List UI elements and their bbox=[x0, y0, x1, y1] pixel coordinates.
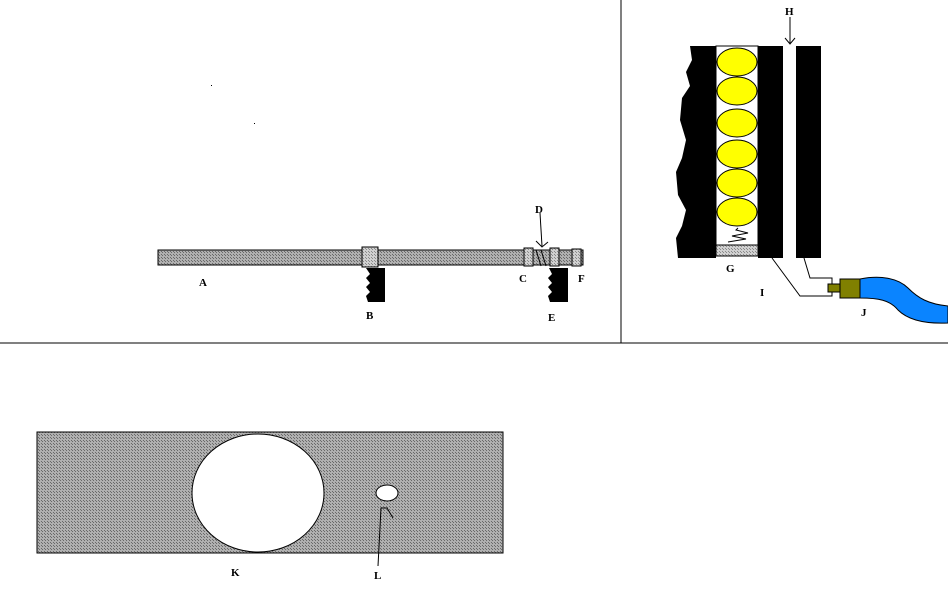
clamp-b bbox=[366, 268, 385, 302]
wall-left bbox=[676, 46, 716, 258]
rod-assembly bbox=[157, 212, 584, 302]
label-b: B bbox=[366, 310, 374, 322]
stray-dot bbox=[211, 85, 212, 86]
arrow-l bbox=[377, 507, 394, 567]
large-hole bbox=[191, 433, 325, 553]
channel-h bbox=[783, 46, 796, 256]
ball-1 bbox=[716, 47, 758, 77]
stray-dot bbox=[254, 123, 255, 124]
collar-e bbox=[549, 247, 560, 267]
pipe-i bbox=[803, 257, 833, 282]
small-hole-l bbox=[375, 484, 399, 502]
plate-assembly bbox=[36, 431, 504, 567]
arrow-d-head bbox=[535, 240, 549, 248]
ball-2 bbox=[716, 76, 758, 106]
label-d: D bbox=[535, 204, 543, 216]
label-i: I bbox=[760, 287, 764, 299]
end-cap-f bbox=[571, 248, 582, 267]
fitting-j bbox=[839, 278, 861, 299]
label-a: A bbox=[199, 277, 207, 289]
label-j: J bbox=[861, 307, 867, 319]
base-g bbox=[715, 244, 759, 257]
column-section bbox=[676, 17, 948, 324]
fitting-nozzle bbox=[827, 283, 841, 293]
label-f: F bbox=[578, 273, 585, 285]
collar-b bbox=[361, 246, 379, 268]
slot-d-line bbox=[535, 249, 542, 267]
pipe-i bbox=[771, 257, 833, 297]
ball-3 bbox=[716, 108, 758, 138]
label-k: K bbox=[231, 567, 240, 579]
wall-middle bbox=[758, 46, 783, 258]
collar-c bbox=[523, 247, 534, 267]
ball-6 bbox=[716, 197, 758, 227]
label-e: E bbox=[548, 312, 555, 324]
slot-d-line bbox=[540, 249, 547, 267]
spring bbox=[727, 227, 749, 243]
ball-5 bbox=[716, 168, 758, 198]
wall-right bbox=[796, 46, 821, 258]
label-g: G bbox=[726, 263, 735, 275]
arrow-h-head bbox=[784, 37, 796, 45]
label-c: C bbox=[519, 273, 527, 285]
clamp-e bbox=[548, 268, 568, 302]
label-h: H bbox=[785, 6, 794, 18]
hose-j bbox=[859, 276, 948, 324]
arrow-d bbox=[539, 212, 543, 247]
ball-4 bbox=[716, 139, 758, 169]
label-l: L bbox=[374, 570, 381, 582]
